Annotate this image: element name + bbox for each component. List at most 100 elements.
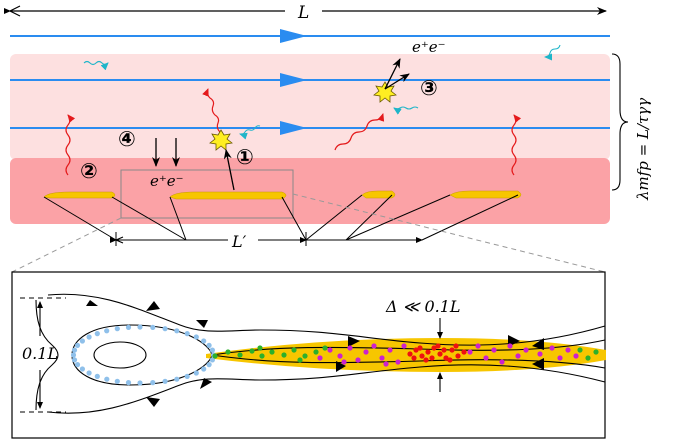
plasmoid-particle [150,380,156,386]
plasmoid-particle [206,362,212,368]
plasmoid-particle [86,334,92,340]
high-energy-particle [441,347,447,353]
length-L-label: L [297,3,309,23]
width-label: 0.1L [22,344,58,363]
high-energy-particle [413,347,419,353]
plasmoid-particle [184,373,190,379]
plasmoid-particle [184,331,190,337]
L-prime-arrow: L′ [110,232,423,251]
accelerated-particle [297,357,303,363]
energetic-particle [507,343,513,349]
accelerated-particle [577,347,583,353]
accelerated-particle [322,345,328,351]
mean-free-path-brace: λmfp = L/τγγ [611,53,652,201]
high-energy-particle [407,351,413,357]
energetic-particle [371,343,377,349]
high-energy-particle [419,353,425,359]
high-energy-particle [447,357,453,363]
marker-3: ③ [420,76,438,100]
length-L-arrow: L [4,3,607,23]
accelerated-particle [291,347,297,353]
plasmoid-particle [79,338,85,344]
accelerated-particle [212,353,218,359]
energetic-particle [549,345,555,351]
high-energy-particle [435,343,441,349]
pair-arrows [152,58,410,191]
marker-1: ① [236,145,254,169]
plasmoid-particle [201,338,207,344]
upper-optically-thin-band [10,54,610,160]
plasmoid-particle [125,380,132,386]
energetic-particle [317,355,323,361]
plasmoid-particle [125,324,132,330]
plasmoid-particle [71,347,78,353]
flow-arrows [86,300,544,407]
energetic-particle [395,359,401,365]
energetic-particle [401,343,407,349]
width-indicator: 0.1L [20,297,66,413]
plasmoid-particle [206,342,212,348]
energetic-particle [573,353,579,359]
high-energy-particle [425,349,431,355]
energetic-particle [565,347,571,353]
lower-optically-thick-band [10,158,610,224]
energetic-particle [337,353,343,359]
high-energy-particle [453,343,459,349]
particle-dots [70,324,599,386]
plasmoid-particle [137,380,143,386]
pair-label-bottom: e⁺e⁻ [150,172,184,190]
high-energy-particle [461,349,467,355]
accelerated-particle [237,352,243,358]
marker-4: ④ [118,127,136,151]
pair-label-top: e⁺e⁻ [412,38,446,56]
energetic-particle [537,351,543,357]
plasmoid-particle [79,366,85,372]
plasmoid-particle [201,366,207,372]
energetic-particle [379,355,385,361]
field-lines [10,35,610,129]
plasmoid-spacing-lines [43,194,519,246]
plasmoid-particle [174,328,180,334]
field-direction-arrow-icon [280,29,307,135]
high-energy-particle [429,355,435,361]
marker-2: ② [80,159,98,183]
energetic-particle [491,347,497,353]
plasmoid-particle [86,370,92,376]
accelerated-particle [249,348,255,354]
high-energy-particle [431,345,437,351]
energetic-particle [475,343,481,349]
plasmoid-particle [193,334,199,340]
energetic-particle [341,359,347,365]
plasmoid-particle [137,324,143,330]
photon-wave-icon [65,88,522,176]
plasmoid-particle [74,362,81,368]
energetic-particle [355,357,361,363]
plasmoid-particle [74,342,81,348]
plasmoid-particle [209,347,215,353]
energetic-particle [483,355,489,361]
current-sheets [43,190,522,200]
plasmoid-particle [94,331,100,337]
energetic-particle [523,347,529,353]
plasmoid-particle [150,324,156,330]
mean-free-path-label: λmfp = L/τγγ [634,98,652,201]
high-energy-particle [449,347,455,353]
high-energy-particle [455,353,461,359]
high-energy-particle [423,357,429,363]
plasmoid-particle [94,373,100,379]
plasmoid-particle [114,378,120,384]
plasmoid-particle [71,357,78,363]
soft-photon-icons [83,44,561,140]
accelerated-particle [593,349,599,355]
energetic-particle [557,355,563,361]
plasmoid-particle [114,326,120,332]
energetic-particle [327,347,333,353]
energetic-particle [383,361,389,367]
plasmoid-particle [162,326,168,332]
high-energy-particle [437,351,443,357]
plasmoid-particle [70,352,77,358]
energetic-particle [467,349,473,355]
inset-current-sheet [206,338,606,372]
high-energy-particle [417,345,423,351]
L-prime-label: L′ [231,232,247,251]
